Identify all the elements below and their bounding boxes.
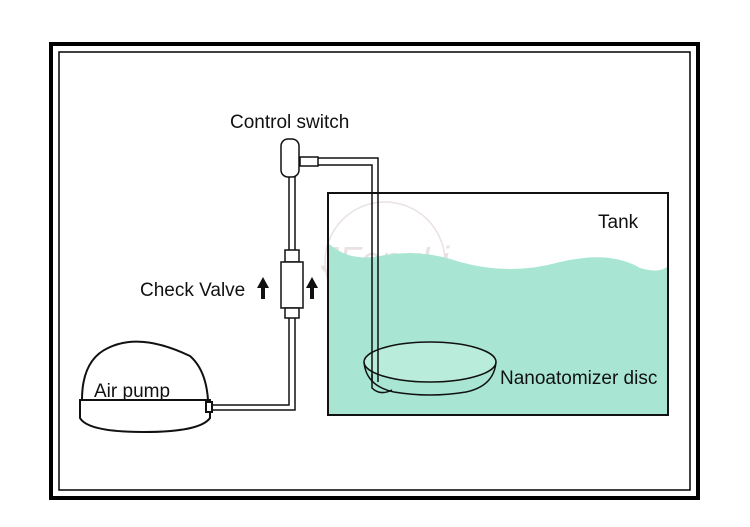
check-valve [280,249,304,319]
tank-outline [327,192,669,416]
inner-frame [58,51,691,491]
flow-arrows [257,277,318,299]
air-pump [79,340,213,434]
left-arrow-icon [257,277,269,299]
nanoatomizer-disc [363,341,497,396]
label-tank: Tank [598,212,639,233]
label-air-pump: Air pump [94,381,170,402]
tank-water [329,244,668,415]
label-check-valve: Check Valve [140,280,245,301]
control-switch [280,138,319,178]
right-arrow-icon [306,277,318,299]
label-nanoatomizer-disc: Nanoatomizer disc [500,368,657,389]
label-control-switch: Control switch [230,112,349,133]
outer-frame [49,42,700,500]
